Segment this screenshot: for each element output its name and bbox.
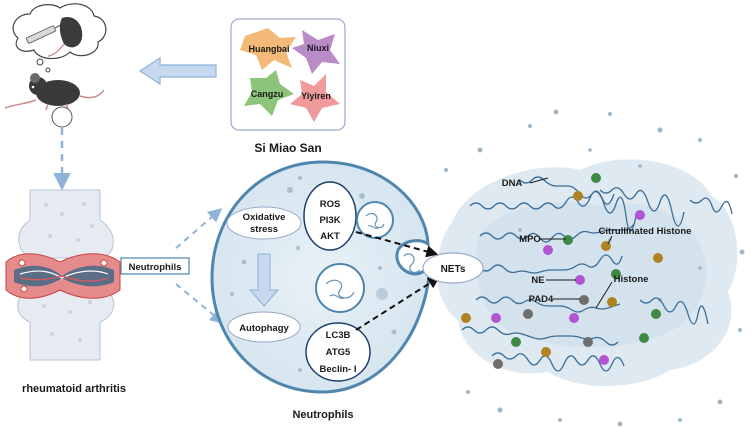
nets-panel: DNA MPO Citrullinated Histone NE Histone…: [436, 109, 745, 427]
nets-label-mpo: MPO: [519, 234, 541, 245]
oxidative-stress-label-line2: stress: [250, 224, 278, 235]
autophagy-label: Autophagy: [239, 323, 289, 334]
herb-star-cangzu: [244, 70, 294, 116]
nets-label-dna: DNA: [502, 178, 523, 189]
pathway-top-ros: ROS: [320, 199, 341, 210]
herb-star-huangbai: [240, 28, 296, 70]
nets-label-citrullinated-histone: Citrullinated Histone: [599, 226, 692, 237]
nucleus-lobe-upper: [356, 201, 394, 239]
oxidative-stress-label-line1: Oxidative: [243, 212, 286, 223]
joint-to-cell-arrow-lower: [175, 283, 225, 324]
pathway-top-node: [303, 181, 357, 251]
herb-panel: Huangbai Niuxi Cangzu Yiyiren Si Miao Sa…: [230, 18, 346, 155]
nucleus-lobe-middle: [315, 263, 365, 313]
joint-to-cell-arrow-upper: [175, 208, 223, 249]
herb-star-yiyiren: [290, 74, 340, 122]
herb-label-cangzu: Cangzu: [251, 89, 284, 99]
cell-caption: Neutrophils: [292, 409, 353, 421]
pathway-top-pi3k: PI3K: [319, 215, 340, 226]
herb-star-niuxi: [292, 30, 340, 74]
nets-protein-dots: [461, 173, 663, 369]
nets-node-label: NETs: [441, 264, 466, 275]
herb-label-yiyiren: Yiyiren: [301, 91, 331, 101]
pathway-top-akt: AKT: [320, 231, 340, 242]
pathway-bottom-beclin: Beclin- I: [320, 364, 357, 375]
nets-label-ne: NE: [531, 275, 544, 286]
mouse-icon: [4, 73, 105, 111]
pathway-bottom-lc3b: LC3B: [326, 330, 351, 341]
autophagy-node: [227, 311, 301, 343]
oxidative-stress-node: [226, 206, 302, 240]
herb-box-title: Si Miao San: [254, 141, 321, 155]
pathway-bottom-to-nets-arrow: [355, 276, 441, 331]
nets-background-dots: [444, 109, 745, 427]
pathway-top-to-nets-arrow: [355, 231, 439, 258]
herb-to-mouse-arrow: [138, 56, 217, 86]
neutrophil-cell: Oxidative stress Autophagy ROS PI3K AKT …: [210, 160, 441, 421]
mouse-injection-illustration: [4, 3, 107, 128]
herb-label-niuxi: Niuxi: [307, 43, 329, 53]
nets-label-histone: Histone: [614, 274, 649, 285]
joint-illustration: [5, 189, 121, 361]
pathway-bottom-atg5: ATG5: [326, 347, 351, 358]
herb-label-huangbai: Huangbai: [248, 44, 289, 54]
nets-pointer-lines: [529, 177, 613, 309]
oxidative-to-autophagy-arrow: [248, 253, 280, 307]
nets-label-pad4: PAD4: [529, 294, 554, 305]
joint-caption: rheumatoid arthritis: [22, 383, 126, 395]
joint-neutrophils-tag-label: Neutrophils: [129, 262, 182, 273]
paw-swelling-icon: [51, 106, 73, 128]
pathway-bottom-node: [305, 322, 371, 382]
joint-neutrophils-tag: Neutrophils: [120, 257, 190, 275]
nets-node: NETs: [422, 252, 484, 284]
thought-bubble: [12, 3, 107, 60]
